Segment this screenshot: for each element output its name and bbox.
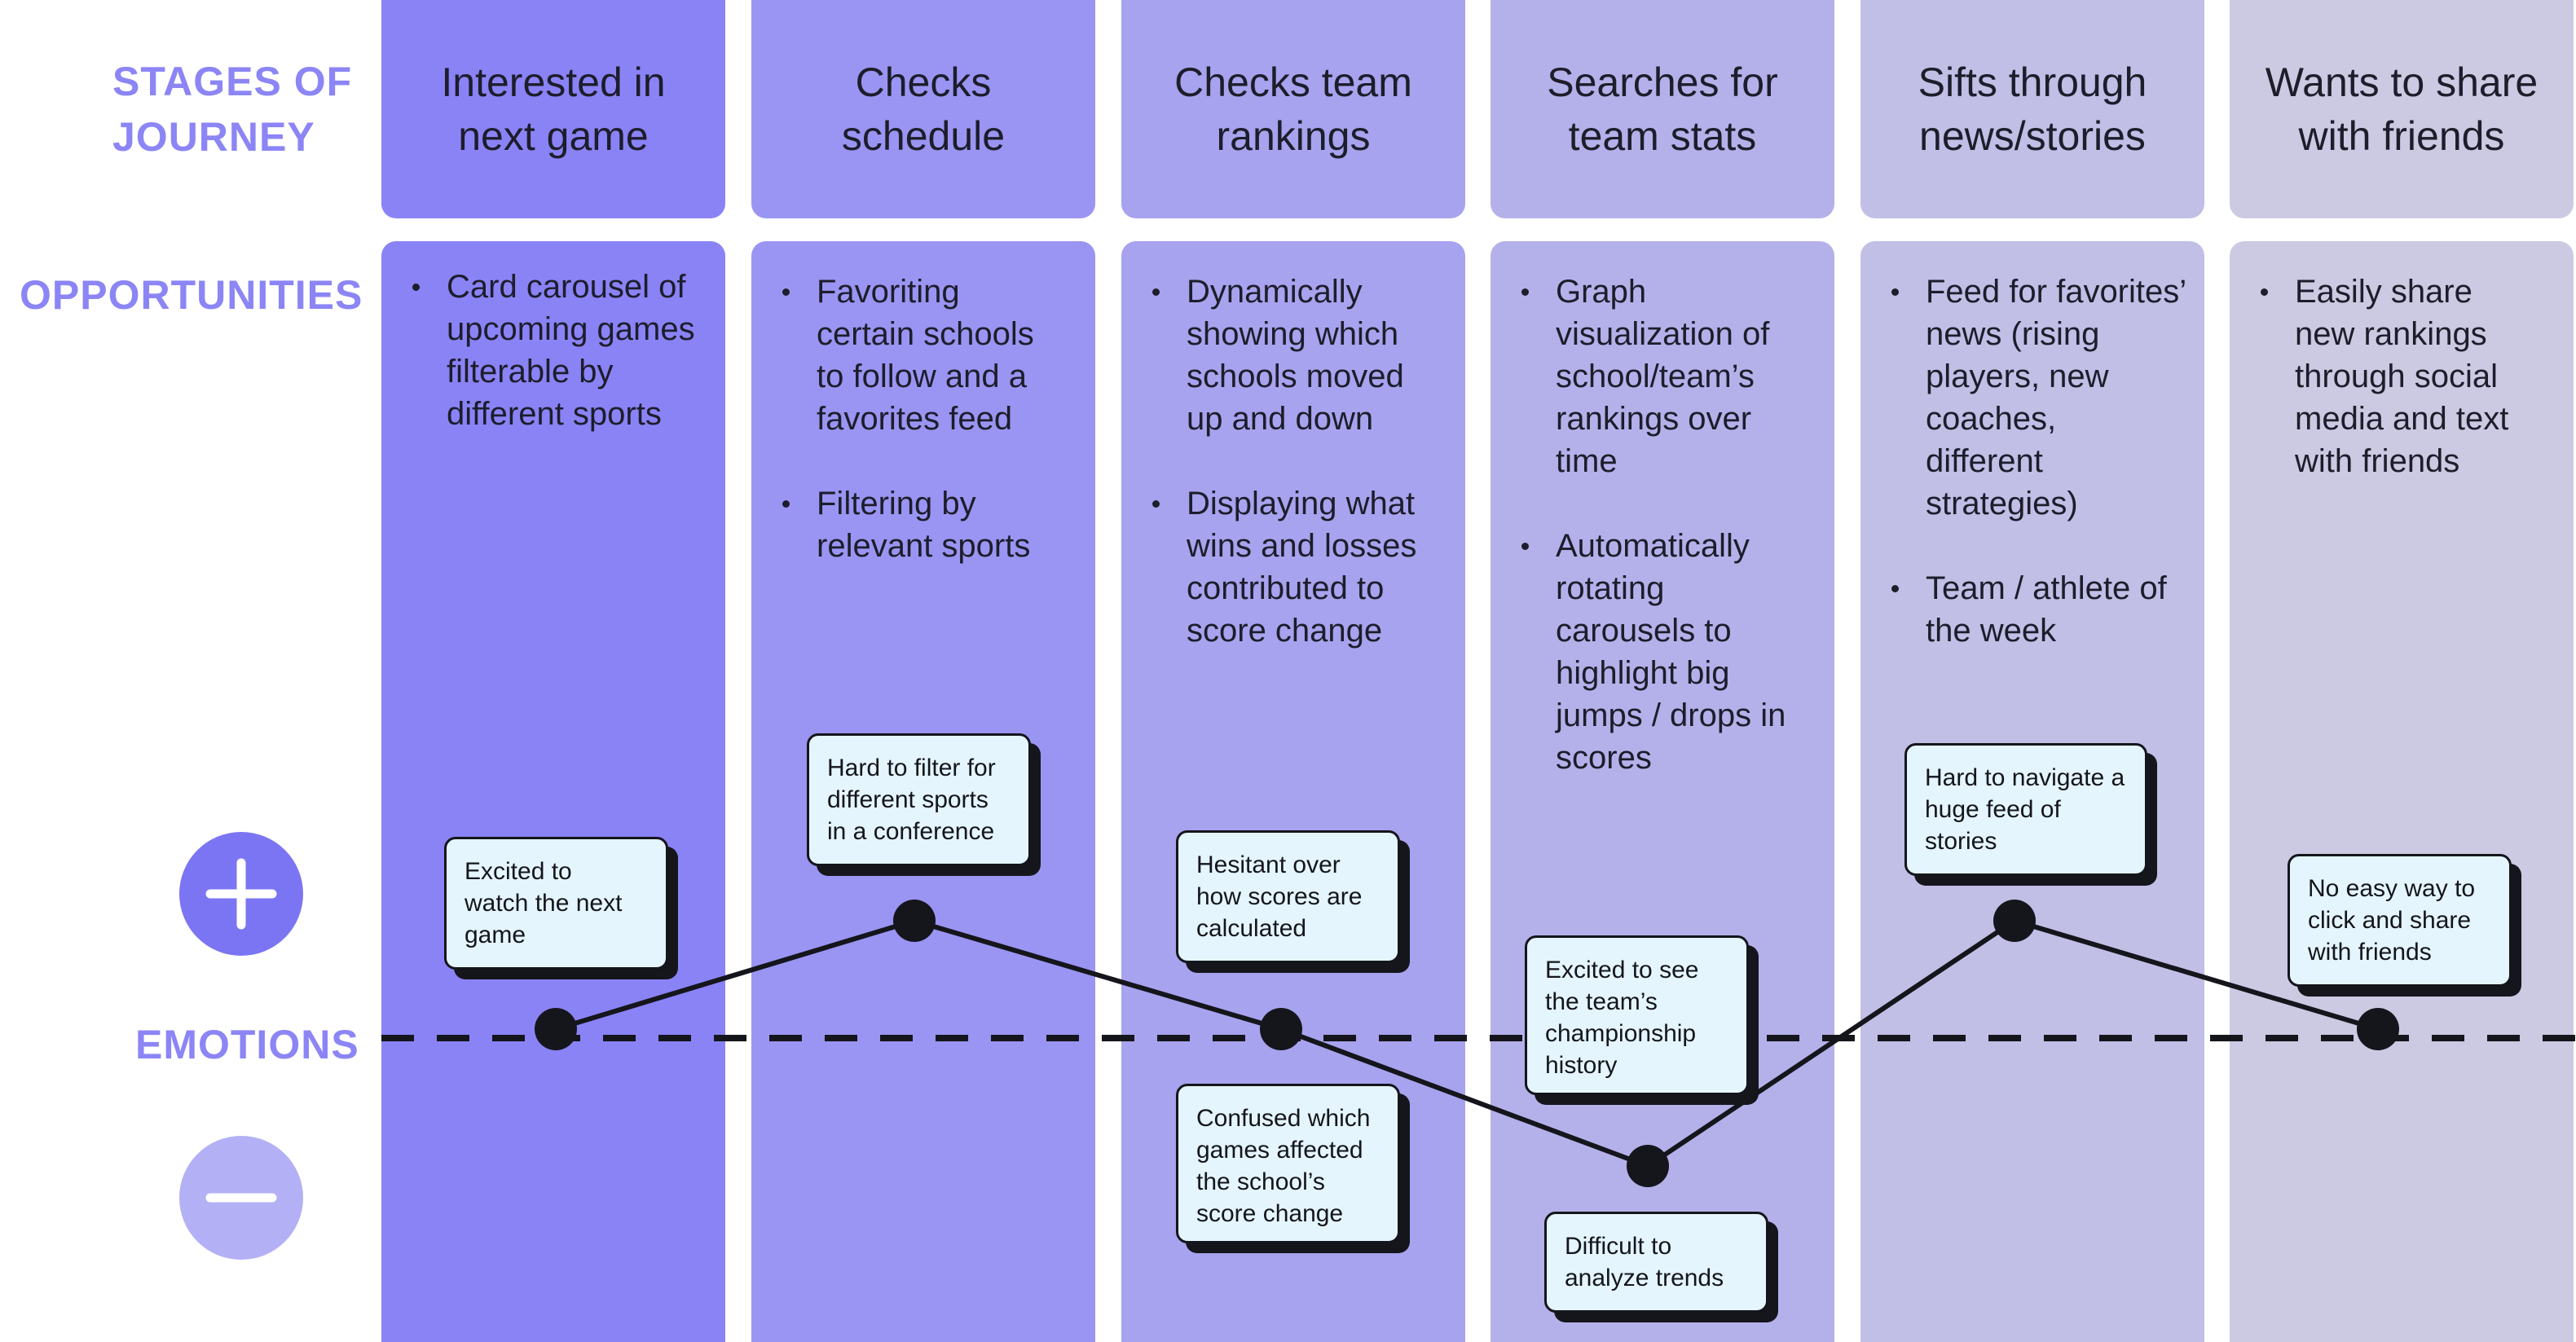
opportunity-item: Feed for favorites’ news (rising players… — [1885, 271, 2188, 525]
positive-emotion-indicator — [179, 832, 303, 956]
stage-card-5: Sifts through news/stories — [1860, 0, 2204, 218]
opportunities-list: Favoriting certain schools to follow and… — [776, 271, 1079, 567]
opportunities-column-6: Easily share new rankings through social… — [2230, 241, 2574, 1342]
opportunity-item: Easily share new rankings through social… — [2254, 271, 2557, 482]
stage-title: Wants to share with friends — [2265, 59, 2539, 159]
opportunity-item: Filtering by relevant sports — [776, 482, 1079, 567]
emotion-note: Hesitant over how scores are calculated — [1176, 830, 1400, 963]
stage-card-1: Interested in next game — [381, 0, 725, 218]
emotion-point-4 — [1627, 1145, 1669, 1187]
opportunity-item: Displaying what wins and losses contribu… — [1146, 482, 1449, 652]
opportunities-list: Dynamically showing which schools moved … — [1146, 271, 1449, 652]
minus-icon — [179, 1136, 303, 1260]
stage-card-3: Checks team rankings — [1121, 0, 1465, 218]
opportunities-list: Feed for favorites’ news (rising players… — [1885, 271, 2188, 652]
opportunities-list: Easily share new rankings through social… — [2254, 271, 2557, 482]
emotion-point-5 — [1993, 900, 2036, 942]
emotion-note: Hard to filter for different sports in a… — [807, 733, 1031, 866]
opportunity-item: Automatically rotating carousels to high… — [1515, 525, 1818, 779]
opportunities-column-4: Graph visualization of school/team’s ran… — [1491, 241, 1834, 1342]
stages-of-journey-label: STAGES OF JOURNEY — [112, 59, 353, 160]
emotion-note: Excited to see the team’s championship h… — [1525, 935, 1749, 1095]
emotion-point-2 — [893, 900, 936, 942]
emotions-label: EMOTIONS — [135, 1022, 359, 1067]
negative-emotion-indicator — [179, 1136, 303, 1260]
opportunity-item: Card carousel of upcoming games filterab… — [406, 266, 709, 435]
stage-card-2: Checks schedule — [751, 0, 1095, 218]
emotion-note: Hard to navigate a huge feed of stories — [1904, 743, 2147, 876]
emotion-note: Excited to watch the next game — [444, 837, 668, 970]
emotion-point-1 — [535, 1008, 577, 1050]
emotion-note: Confused which games affected the school… — [1176, 1084, 1400, 1243]
stage-title: Checks team rankings — [1174, 59, 1412, 159]
opportunity-item: Graph visualization of school/team’s ran… — [1515, 271, 1818, 482]
emotion-line — [555, 918, 2379, 1168]
stage-title: Searches for team stats — [1547, 59, 1778, 159]
emotion-point-6 — [2357, 1008, 2399, 1050]
plus-icon — [179, 832, 303, 956]
opportunity-item: Dynamically showing which schools moved … — [1146, 271, 1449, 440]
emotion-note: No easy way to click and share with frie… — [2288, 854, 2512, 987]
stage-title: Sifts through news/stories — [1918, 59, 2147, 159]
stage-card-4: Searches for team stats — [1491, 0, 1834, 218]
opportunity-item: Favoriting certain schools to follow and… — [776, 271, 1079, 440]
opportunities-list: Graph visualization of school/team’s ran… — [1515, 271, 1818, 779]
opportunities-list: Card carousel of upcoming games filterab… — [406, 266, 709, 435]
opportunities-label: OPPORTUNITIES — [20, 272, 363, 318]
emotion-note: Difficult to analyze trends — [1544, 1212, 1768, 1313]
opportunity-item: Team / athlete of the week — [1885, 567, 2188, 652]
opportunities-column-1: Card carousel of upcoming games filterab… — [381, 241, 725, 1342]
stage-title: Checks schedule — [841, 59, 1006, 159]
stage-card-6: Wants to share with friends — [2230, 0, 2574, 218]
emotion-point-3 — [1260, 1008, 1302, 1050]
stage-title: Interested in next game — [441, 59, 666, 159]
